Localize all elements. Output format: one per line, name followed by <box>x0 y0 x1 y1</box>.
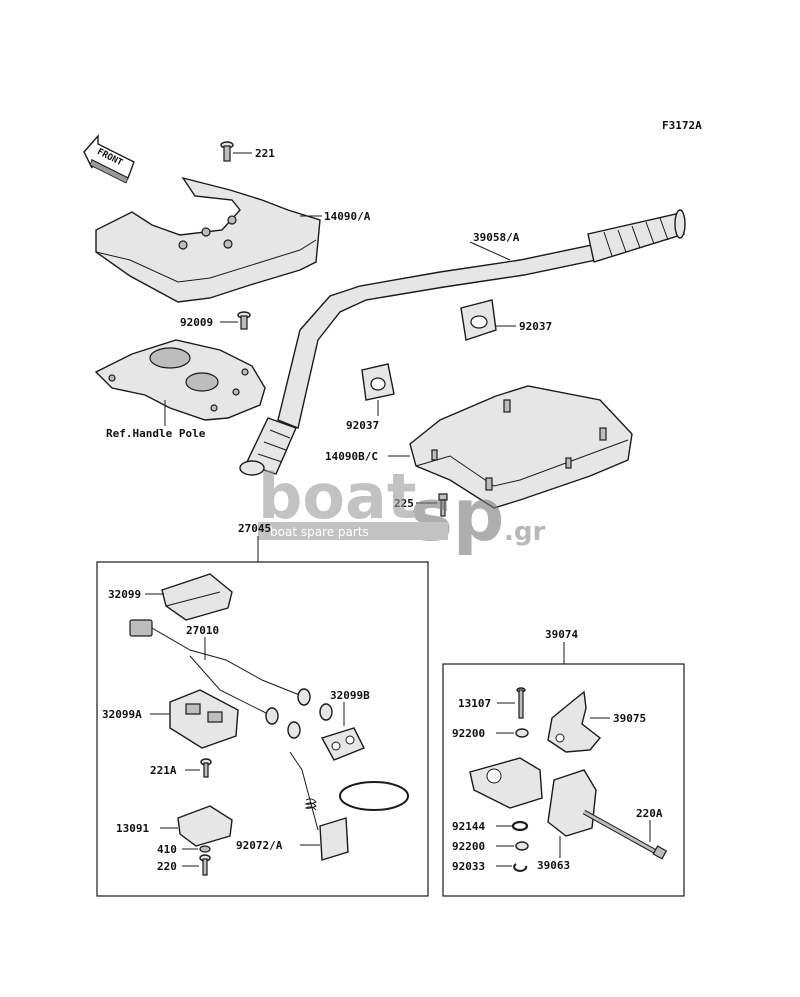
cable-harness-27010-icon <box>129 619 333 739</box>
cover-14090bc-icon <box>409 385 633 509</box>
label-14090a: 14090/A <box>324 210 371 223</box>
base-13091-icon <box>177 805 233 847</box>
label-92072a: 92072/A <box>236 839 283 852</box>
watermark-brand-sp: sp <box>410 473 504 557</box>
label-32099: 32099 <box>108 588 141 601</box>
label-92037-right: 92037 <box>519 320 552 333</box>
screw-220-icon <box>199 854 211 876</box>
label-92009: 92009 <box>180 316 213 329</box>
watermark-logo: boat sp .gr boat spare parts <box>258 460 545 557</box>
label-39074: 39074 <box>545 628 578 641</box>
handle-pole-plate-icon <box>94 339 266 421</box>
washer-92200-upper-icon <box>515 728 529 738</box>
handlebar-39058a-icon <box>239 209 686 476</box>
washer-410-icon <box>199 845 211 853</box>
lanyard-clip-92072a-icon <box>289 751 409 861</box>
label-221a: 221A <box>150 764 177 777</box>
screw-221-icon <box>220 141 234 162</box>
clamp-92037-icon <box>460 299 497 341</box>
label-13091: 13091 <box>116 822 149 835</box>
switch-housing-32099a-icon <box>169 689 239 749</box>
pin-13107-icon <box>516 687 526 719</box>
label-221: 221 <box>255 147 275 160</box>
label-225: 225 <box>394 497 414 510</box>
box-27045 <box>96 561 429 897</box>
label-39063: 39063 <box>537 859 570 872</box>
label-220a: 220A <box>636 807 663 820</box>
bolt-220a-icon <box>582 809 668 860</box>
washer-92200-lower-icon <box>515 841 529 851</box>
label-92033: 92033 <box>452 860 485 873</box>
cover-14090a-icon <box>95 176 321 303</box>
watermark-brand-gr: .gr <box>504 517 545 547</box>
front-arrow-icon: FRONT <box>83 134 135 184</box>
label-13107: 13107 <box>458 697 491 710</box>
label-92200-upper: 92200 <box>452 727 485 740</box>
grommet-32099b-icon <box>320 727 365 761</box>
spring-92144-icon <box>511 820 529 832</box>
label-14090bc: 14090B/C <box>325 450 378 463</box>
label-32099a: 32099A <box>102 708 142 721</box>
watermark-tagline: boat spare parts <box>270 525 369 539</box>
screw-92009-icon <box>237 311 251 330</box>
bolt-225-icon <box>438 493 448 517</box>
figure-code: F3172A <box>662 119 702 132</box>
label-92144: 92144 <box>452 820 485 833</box>
label-92037-lower: 92037 <box>346 419 379 432</box>
label-27010: 27010 <box>186 624 219 637</box>
label-410: 410 <box>157 843 177 856</box>
label-27045: 27045 <box>238 522 271 535</box>
label-39075: 39075 <box>613 712 646 725</box>
throttle-body-icon <box>469 757 543 809</box>
label-32099b: 32099B <box>330 689 370 702</box>
cap-32099-icon <box>161 573 233 621</box>
circlip-92033-icon <box>513 863 528 872</box>
label-220: 220 <box>157 860 177 873</box>
label-39058a: 39058/A <box>473 231 520 244</box>
lever-39075-icon <box>547 690 602 753</box>
label-ref-handle-pole: Ref.Handle Pole <box>106 427 206 440</box>
watermark-brand-main: boat <box>258 460 416 533</box>
screw-221a-icon <box>200 758 212 778</box>
label-92200-lower: 92200 <box>452 840 485 853</box>
cover-39063-icon <box>547 769 597 837</box>
box-39074 <box>442 663 685 897</box>
clamp-92037-lower-icon <box>361 363 395 401</box>
